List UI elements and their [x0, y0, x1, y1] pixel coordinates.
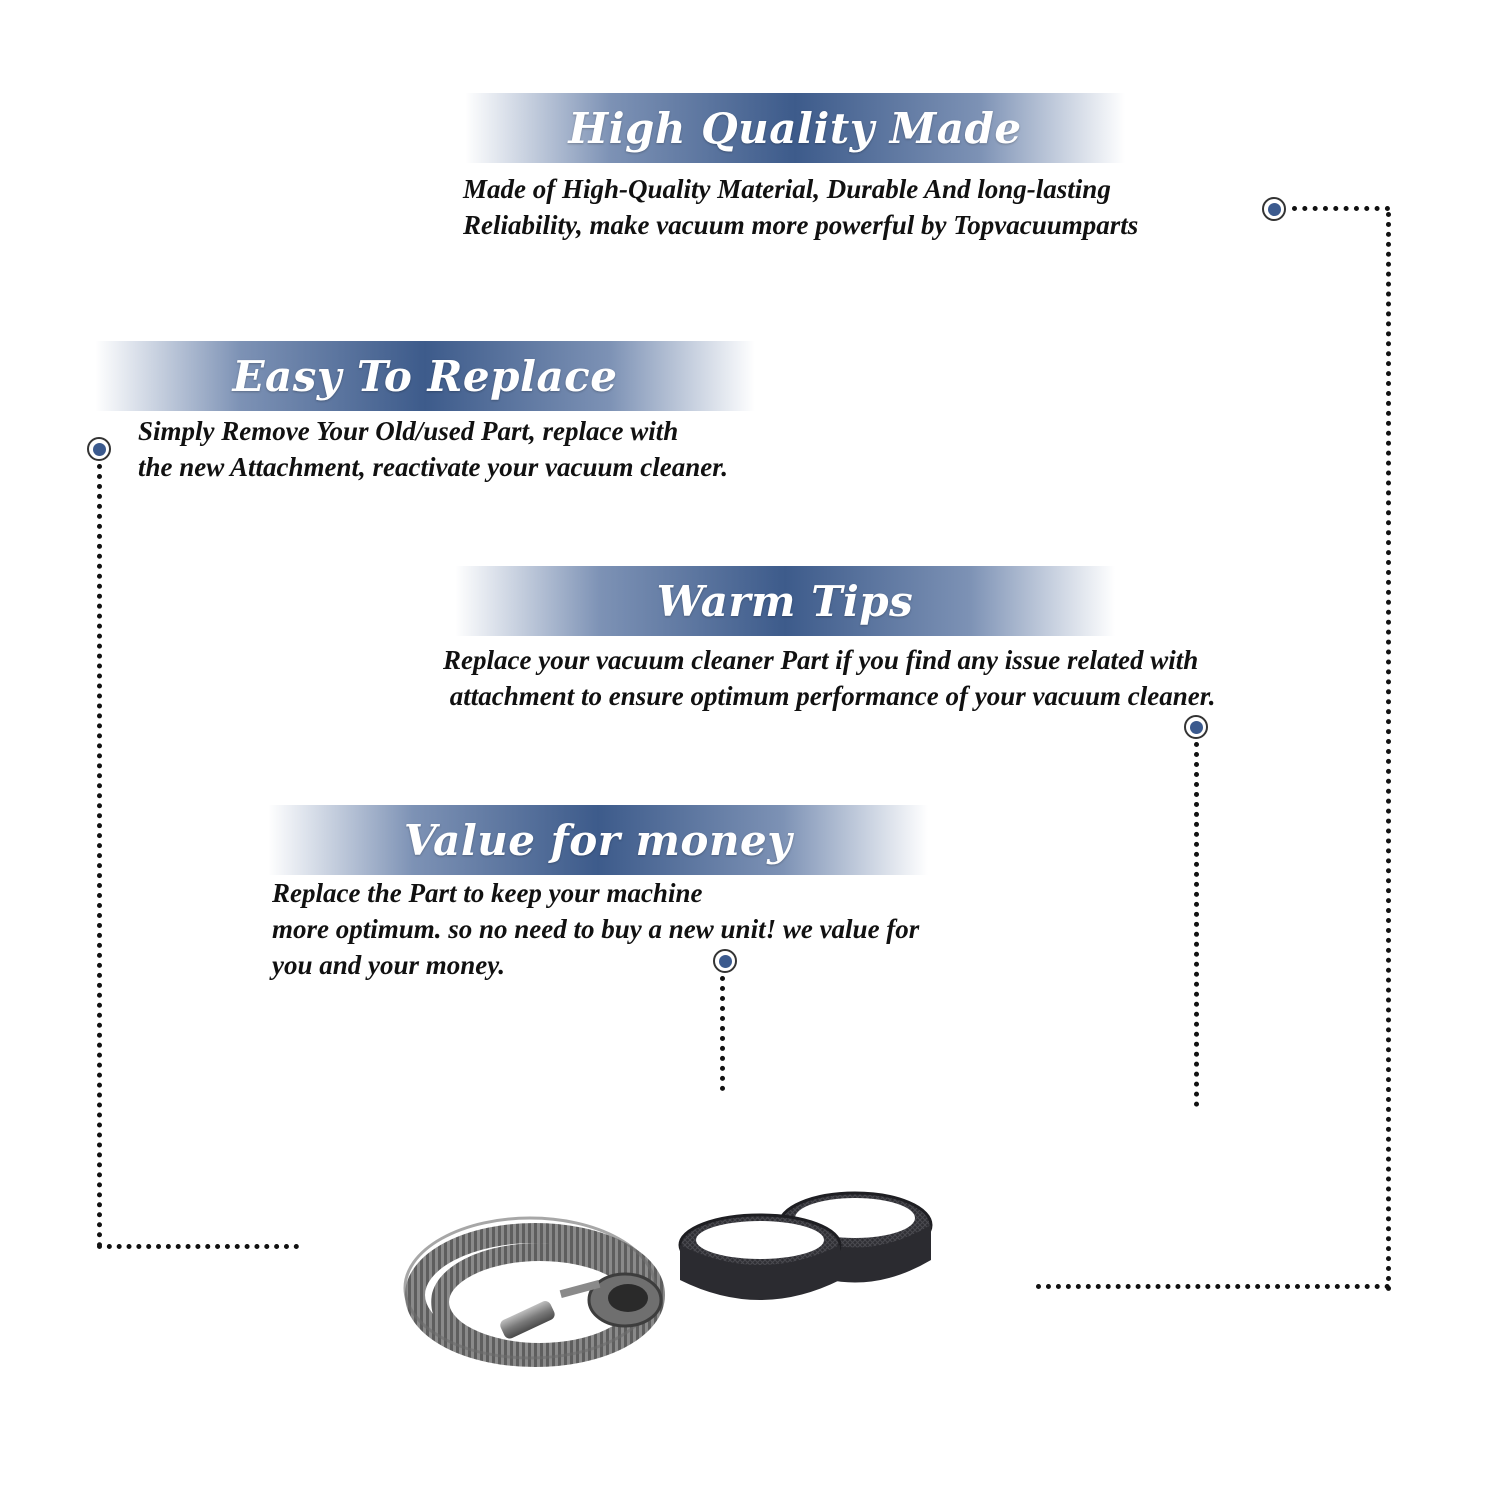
connector-dot-icon	[1262, 197, 1286, 221]
section-desc-value-money: Replace the Part to keep your machine mo…	[272, 875, 919, 983]
dotted-connector-line	[1036, 1284, 1390, 1289]
section-title-warm-tips: Warm Tips	[656, 576, 914, 626]
dotted-connector-line	[1292, 206, 1390, 211]
dotted-connector-line	[1386, 212, 1391, 1292]
section-title-high-quality: High Quality Made	[568, 103, 1022, 153]
banner-easy-replace: Easy To Replace	[95, 341, 755, 411]
connector-dot-icon	[87, 437, 111, 461]
section-desc-warm-tips: Replace your vacuum cleaner Part if you …	[443, 642, 1216, 714]
desc-line: Reliability, make vacuum more powerful b…	[463, 210, 1139, 240]
product-hose-belts-image	[403, 1191, 933, 1367]
connector-dot-icon	[1184, 715, 1208, 739]
dotted-connector-line	[97, 464, 102, 1248]
desc-line: more optimum. so no need to buy a new un…	[272, 914, 920, 944]
section-desc-high-quality: Made of High-Quality Material, Durable A…	[463, 171, 1138, 243]
desc-line: Replace your vacuum cleaner Part if you …	[443, 645, 1199, 675]
desc-line: Replace the Part to keep your machine	[272, 878, 703, 908]
dotted-connector-line	[1194, 742, 1199, 1107]
connector-dot-icon	[713, 949, 737, 973]
section-title-value-money: Value for money	[403, 815, 793, 865]
desc-line: Simply Remove Your Old/used Part, replac…	[138, 416, 679, 446]
banner-warm-tips: Warm Tips	[455, 566, 1115, 636]
desc-line: Made of High-Quality Material, Durable A…	[463, 174, 1111, 204]
desc-line: the new Attachment, reactivate your vacu…	[138, 452, 728, 482]
banner-value-money: Value for money	[268, 805, 928, 875]
dotted-connector-line	[97, 1244, 299, 1249]
section-desc-easy-replace: Simply Remove Your Old/used Part, replac…	[138, 413, 728, 485]
banner-high-quality: High Quality Made	[465, 93, 1125, 163]
dotted-connector-line	[720, 976, 725, 1091]
desc-line: attachment to ensure optimum performance…	[443, 681, 1216, 711]
section-title-easy-replace: Easy To Replace	[232, 351, 618, 401]
desc-line: you and your money.	[272, 950, 506, 980]
